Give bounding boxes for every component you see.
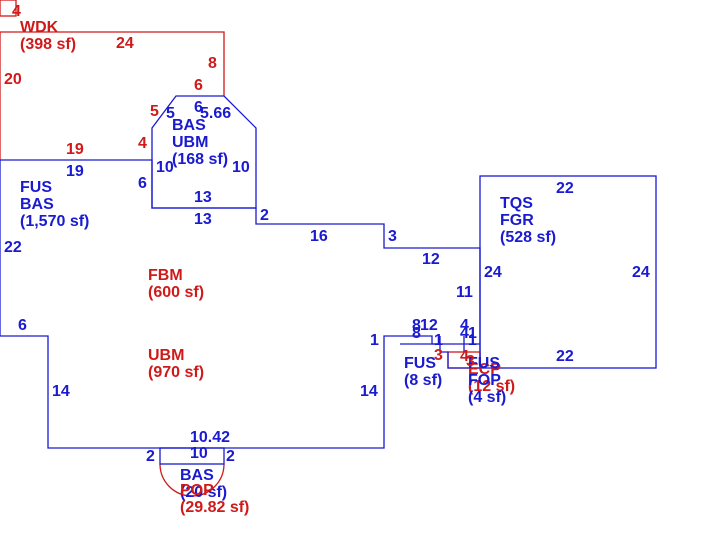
main-outline bbox=[0, 159, 481, 449]
dimension-label-wdk-4: 4 bbox=[138, 135, 147, 152]
area-label-line: WDK bbox=[20, 19, 59, 36]
area-label-fbm: FBM(600 sf) bbox=[148, 267, 204, 301]
dimension-label-tqs-bottom: 22 bbox=[556, 348, 574, 365]
area-label-ecp: ECP(12 sf) bbox=[468, 361, 515, 395]
area-label-line: (600 sf) bbox=[148, 284, 204, 301]
dimension-label-wdk-6: 6 bbox=[194, 77, 203, 94]
dimension-label-bottom-10: 10 bbox=[190, 445, 208, 462]
dimension-label-wdk-left: 20 bbox=[4, 71, 22, 88]
area-label-line: BAS bbox=[180, 467, 214, 484]
dimension-label-fus-left2: 14 bbox=[52, 383, 70, 400]
area-label-line: (528 sf) bbox=[500, 229, 556, 246]
dimension-label-wdk-bottom: 19 bbox=[66, 141, 84, 158]
dimension-label-bay-13a: 13 bbox=[194, 189, 212, 206]
dimension-label-s-8a: 8 bbox=[412, 317, 421, 334]
area-label-line: POP bbox=[180, 482, 214, 499]
area-label-wdk: WDK(398 sf) bbox=[20, 19, 76, 53]
dimension-label-bay-6l: 6 bbox=[138, 175, 147, 192]
pop-outline bbox=[159, 463, 225, 497]
area-label-line: BAS bbox=[172, 117, 206, 134]
area-label-bas-bottom: BAS(20 sf) bbox=[180, 467, 227, 501]
dimension-label-s-1b: 1 bbox=[434, 332, 443, 349]
dimension-label-bay-566: 5.66 bbox=[200, 105, 231, 122]
dimension-label-step-12: 12 bbox=[422, 251, 440, 268]
dimension-label-step-16: 16 bbox=[310, 228, 328, 245]
dimension-label-bay-6: 6 bbox=[194, 99, 203, 116]
dimension-label-bottom-2l: 2 bbox=[146, 448, 155, 465]
dimension-label-s-4b: 4 bbox=[460, 325, 469, 342]
area-label-line: TQS bbox=[500, 195, 533, 212]
dimension-label-s-3: 3 bbox=[434, 347, 443, 364]
area-label-line: (4 sf) bbox=[468, 389, 506, 406]
dimension-label-wdk-top: 24 bbox=[116, 35, 134, 52]
area-label-line: (20 sf) bbox=[180, 484, 227, 501]
dimension-label-s-8b: 8 bbox=[412, 325, 421, 342]
area-label-line: (12 sf) bbox=[468, 378, 515, 395]
area-label-line: UBM bbox=[148, 347, 184, 364]
dimension-label-bay-13b: 13 bbox=[194, 211, 212, 228]
area-label-line: FBM bbox=[148, 267, 183, 284]
dimension-label-bottom-10-42: 10.42 bbox=[190, 429, 230, 446]
area-label-line: FUS bbox=[404, 355, 436, 372]
wdk-outline bbox=[0, 31, 225, 160]
dimension-label-tqs-right: 24 bbox=[632, 264, 650, 281]
dimension-label-s-4a: 4 bbox=[460, 317, 469, 334]
dimension-label-bay-10r: 10 bbox=[232, 159, 250, 176]
area-label-line: UBM bbox=[172, 134, 208, 151]
dimension-label-fus-left: 22 bbox=[4, 239, 22, 256]
tqs-outline bbox=[479, 175, 657, 369]
area-label-line: (168 sf) bbox=[172, 151, 228, 168]
dimension-label-s-12: 12 bbox=[420, 317, 438, 334]
dimension-label-s-1c: 1 bbox=[468, 332, 477, 349]
area-label-line: (1,570 sf) bbox=[20, 213, 89, 230]
dimension-label-step-3: 3 bbox=[388, 228, 397, 245]
dimension-label-wdk-right: 8 bbox=[208, 55, 217, 72]
dimension-label-bottom-2r: 2 bbox=[226, 448, 235, 465]
area-label-line: FGR bbox=[500, 212, 534, 229]
bas-bottom-outline bbox=[159, 447, 225, 465]
dimension-label-s-1d: 1 bbox=[468, 325, 477, 342]
dimension-label-s-3red: 3 bbox=[466, 353, 475, 370]
dimension-label-tqs-left: 24 bbox=[484, 264, 502, 281]
dimension-label-step-11: 11 bbox=[456, 284, 473, 301]
dimension-label-fus-right: 14 bbox=[360, 383, 378, 400]
area-label-ubm: UBM(970 sf) bbox=[148, 347, 204, 381]
wdk-corner-box bbox=[0, 0, 17, 17]
area-label-pop: POP(29.82 sf) bbox=[180, 482, 249, 516]
dimension-label-s-4red: 4 bbox=[460, 348, 469, 365]
dimension-label-step-2: 2 bbox=[260, 207, 269, 224]
area-label-line: (29.82 sf) bbox=[180, 499, 249, 516]
dimension-label-fus-step: 6 bbox=[18, 317, 27, 334]
dimension-label-wdk-corner: 4 bbox=[12, 3, 21, 20]
dimension-label-wdk-5: 5 bbox=[150, 103, 159, 120]
bay-outline bbox=[151, 95, 257, 209]
area-label-line: FOP bbox=[468, 372, 501, 389]
area-label-line: (398 sf) bbox=[20, 36, 76, 53]
dimension-label-tqs-top: 22 bbox=[556, 180, 574, 197]
area-label-line: (970 sf) bbox=[148, 364, 204, 381]
area-label-line: BAS bbox=[20, 196, 54, 213]
area-label-line: FUS bbox=[20, 179, 52, 196]
dimension-label-bay-5: 5 bbox=[166, 105, 175, 122]
area-label-fus-small: FUS(8 sf) bbox=[404, 355, 442, 389]
dimension-label-fus-top: 19 bbox=[66, 163, 84, 180]
area-label-line: FUS bbox=[468, 355, 500, 372]
area-label-line: ECP bbox=[468, 361, 501, 378]
dimension-label-s-1a: 1 bbox=[370, 332, 379, 349]
area-label-line: (8 sf) bbox=[404, 372, 442, 389]
dimension-label-bay-10l: 10 bbox=[156, 159, 174, 176]
